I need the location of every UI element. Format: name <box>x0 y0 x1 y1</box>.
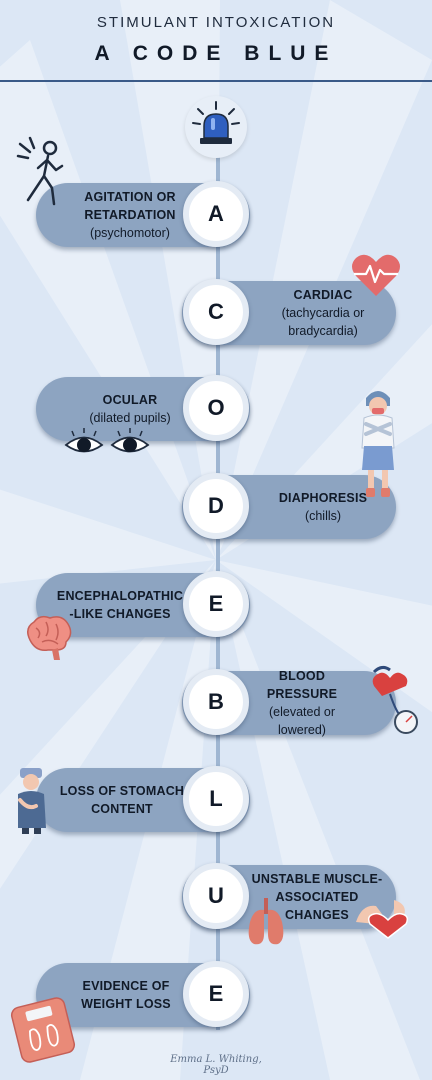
walking-person-icon <box>16 136 64 206</box>
step-b-letter: B <box>183 669 249 735</box>
step-a-letter: A <box>183 181 249 247</box>
step-e2-title: EVIDENCE OF WEIGHT LOSS <box>81 979 171 1011</box>
step-a-detail: (psychomotor) <box>90 226 170 240</box>
blood-pressure-cuff-icon <box>372 665 418 734</box>
siren-icon <box>192 101 240 144</box>
step-a: AGITATION OR RETARDATION (psychomotor) A <box>0 181 432 248</box>
lungs-muscle-heart-icon <box>248 898 409 945</box>
step-b: BLOOD PRESSURE (elevated or lowered) B <box>0 669 432 737</box>
step-e1: ENCEPHALOPATHIC -LIKE CHANGES E <box>0 571 432 638</box>
step-c-letter: C <box>183 279 249 345</box>
step-u-letter: U <box>183 863 249 929</box>
step-l-title: LOSS OF STOMACH CONTENT <box>59 784 185 816</box>
page-title: A CODE BLUE <box>94 42 338 65</box>
step-d-title: DIAPHORESIS <box>278 491 368 505</box>
lungs-icon <box>248 898 284 945</box>
step-c-title: CARDIAC <box>293 288 353 302</box>
step-b-detail: (elevated or lowered) <box>268 705 335 737</box>
header-divider <box>0 80 432 82</box>
step-e2: EVIDENCE OF WEIGHT LOSS E <box>0 961 432 1028</box>
step-d-detail: (chills) <box>304 509 342 523</box>
step-d: DIAPHORESIS (chills) D <box>0 473 432 540</box>
eyes-icon <box>64 428 150 453</box>
heart-pulse-icon <box>352 254 400 296</box>
scale-icon <box>10 997 76 1063</box>
step-u-title: UNSTABLE MUSCLE- ASSOCIATED CHANGES <box>251 872 383 922</box>
step-l-letter: L <box>183 766 249 832</box>
step-b-title: BLOOD PRESSURE <box>266 669 338 701</box>
author-signature: Emma L. Whiting, PsyD <box>170 1054 262 1076</box>
step-e2-letter: E <box>183 961 249 1027</box>
step-u: UNSTABLE MUSCLE- ASSOCIATED CHANGES U <box>0 863 432 930</box>
nauseous-person-icon <box>18 768 46 834</box>
step-l: LOSS OF STOMACH CONTENT L <box>0 766 432 833</box>
step-e1-title: ENCEPHALOPATHIC -LIKE CHANGES <box>56 589 184 621</box>
step-o-detail: (dilated pupils) <box>89 411 171 425</box>
step-a-title: AGITATION OR RETARDATION <box>84 190 176 222</box>
flexed-arm-heart-icon <box>356 900 409 939</box>
step-e1-letter: E <box>183 571 249 637</box>
step-d-letter: D <box>183 473 249 539</box>
step-c-detail: (tachycardia or bradycardia) <box>281 306 365 338</box>
step-o-title: OCULAR <box>102 393 158 407</box>
header-kicker: STIMULANT INTOXICATION <box>96 14 336 31</box>
brain-icon <box>27 615 72 660</box>
step-o: OCULAR (dilated pupils) O <box>0 375 432 442</box>
siren-badge <box>185 96 247 158</box>
step-c: CARDIAC (tachycardia or bradycardia) C <box>0 279 432 346</box>
shivering-person-icon <box>361 391 395 497</box>
step-o-letter: O <box>183 375 249 441</box>
header: STIMULANT INTOXICATION A CODE BLUE <box>0 0 432 82</box>
